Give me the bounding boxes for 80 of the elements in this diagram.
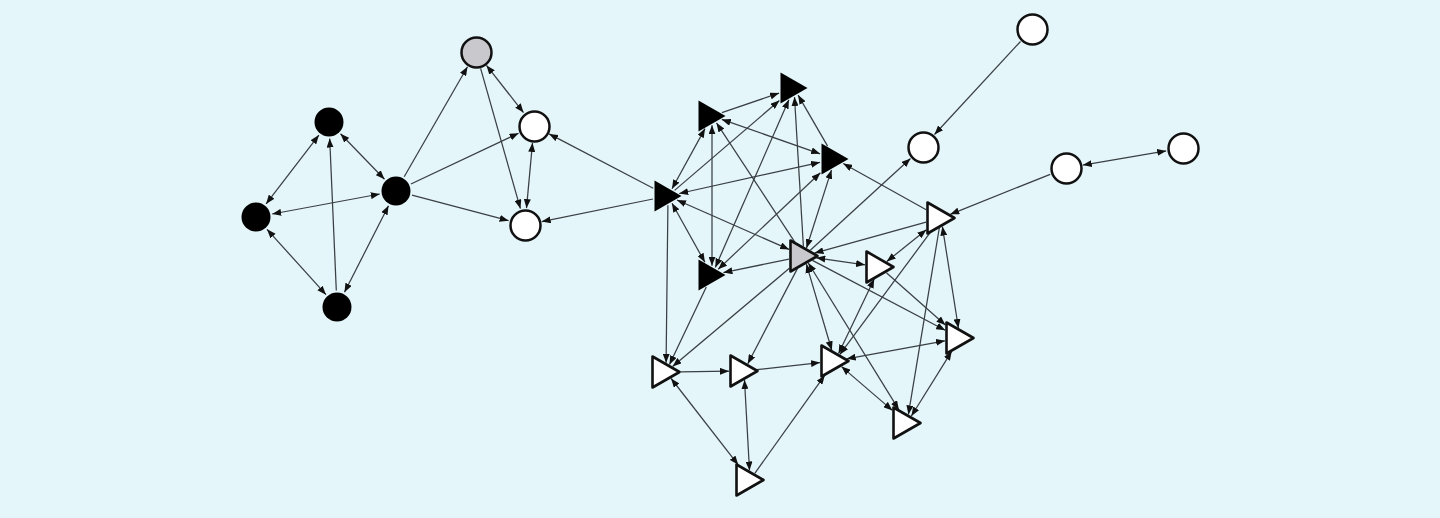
arrow (809, 157, 912, 251)
triangle-node (789, 239, 819, 273)
arrow (678, 160, 821, 195)
arrow (805, 169, 833, 249)
arrow (839, 232, 931, 356)
arrow (805, 263, 833, 351)
arrow (885, 272, 947, 326)
arrow (949, 173, 1051, 215)
arrow (721, 92, 780, 114)
triangle-node (820, 142, 850, 176)
arrow (741, 379, 753, 472)
arrow (840, 365, 894, 412)
arrow (756, 360, 821, 371)
arrow (671, 127, 706, 190)
arrow (266, 228, 327, 296)
arrow (813, 221, 927, 255)
arrow (717, 172, 822, 270)
circle-node (1015, 12, 1049, 46)
circle-node (906, 130, 940, 164)
arrow (721, 118, 821, 155)
arrow (680, 367, 730, 375)
arrow (668, 286, 707, 366)
arrow (910, 350, 953, 417)
arrow (1082, 148, 1167, 168)
arrow (523, 142, 536, 209)
circle-node (459, 35, 493, 69)
arrow (548, 133, 654, 189)
arrow (811, 259, 946, 331)
triangle-node (865, 250, 895, 284)
triangle-node (945, 321, 975, 355)
circle-node (313, 106, 345, 138)
arrow (815, 255, 866, 267)
arrow (671, 202, 706, 263)
arrow (846, 339, 946, 361)
arrow (797, 94, 829, 147)
arrow (326, 137, 337, 292)
triangle-node (651, 355, 681, 389)
triangle-node (697, 258, 727, 292)
arrow (714, 99, 790, 269)
arrow (485, 64, 525, 114)
triangle-node (779, 71, 809, 105)
arrow (673, 99, 781, 192)
circle-node (380, 175, 412, 207)
circle-node (1049, 151, 1083, 185)
triangle-node (820, 344, 850, 378)
arrow (791, 96, 805, 248)
triangle-node (926, 201, 956, 235)
arrow (265, 134, 320, 205)
arrow (807, 262, 900, 411)
arrow (403, 66, 469, 178)
arrow (343, 205, 390, 293)
arrow (708, 124, 716, 267)
triangle-node (735, 463, 765, 497)
arrow (670, 377, 739, 466)
circle-node (321, 291, 353, 323)
circle-node (240, 201, 272, 233)
arrow (754, 374, 826, 474)
circle-node (517, 109, 551, 143)
circle-node (508, 208, 542, 242)
arrow (940, 225, 961, 329)
arrow (842, 162, 927, 211)
arrow (837, 278, 875, 355)
arrow (722, 258, 790, 275)
arrow (479, 67, 522, 210)
arrow (339, 133, 386, 180)
arrow (271, 192, 381, 216)
arrow (662, 204, 670, 364)
triangle-node (697, 99, 727, 133)
triangle-node (892, 406, 922, 440)
arrow (933, 40, 1022, 136)
arrow (411, 194, 510, 222)
triangle-node (729, 354, 759, 388)
arrow (676, 199, 790, 251)
arrow (410, 132, 520, 185)
arrow (906, 227, 940, 416)
circle-node (1166, 131, 1200, 165)
triangle-node (653, 179, 683, 213)
arrow (541, 198, 654, 224)
arrow (671, 267, 791, 368)
arrow (886, 229, 927, 263)
